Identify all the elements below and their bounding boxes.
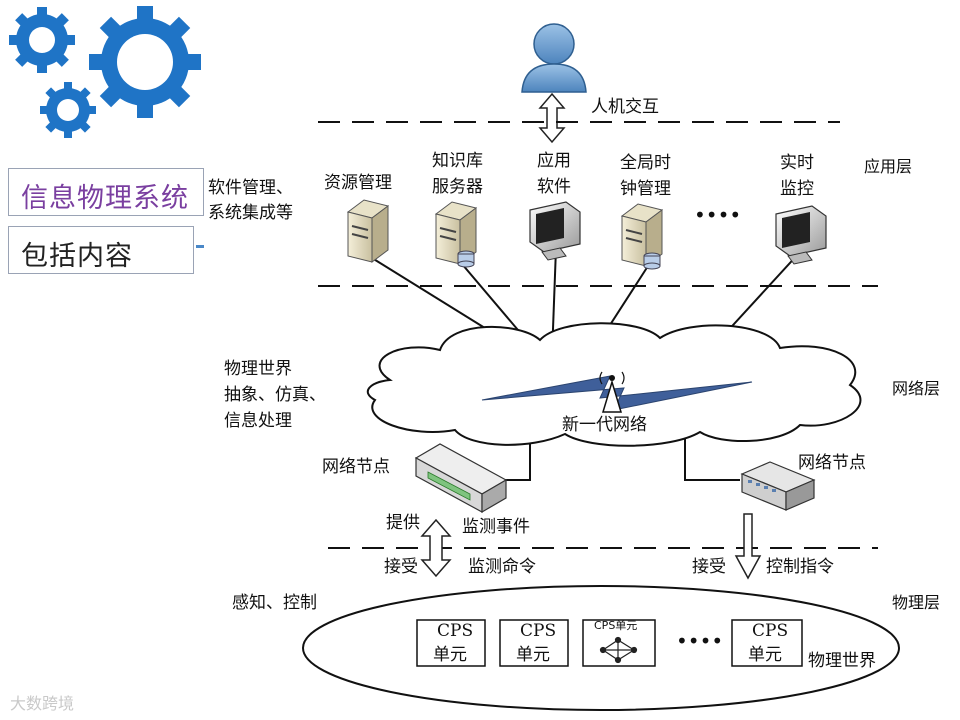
label-hci: 人机交互 [591,97,659,117]
cps-unit-label: 单元 [748,645,782,665]
label-monitor-event: 监测事件 [462,517,530,537]
watermark: 大数跨境 [10,694,75,713]
ellipsis-top: •••• [694,203,742,227]
label-provide: 提供 [386,513,420,533]
subtitle-box: 包括内容 [8,226,194,274]
dash-marker [196,245,204,248]
label-receive-right: 接受 [692,557,726,577]
cps-unit-label: 单元 [433,645,467,665]
label-clock-1: 全局时 [620,153,671,173]
gear-icon [40,82,96,138]
network-switch-icon [740,461,816,511]
label-new-network: 新一代网络 [562,415,647,435]
bidirectional-arrow [420,518,452,578]
user-icon [521,23,587,93]
label-receive-left: 接受 [384,557,418,577]
layer-label-network: 网络层 [892,379,941,398]
label-software-mgmt-2: 系统集成等 [208,203,293,223]
database-server-icon [434,201,478,268]
cps-unit-box [499,619,569,667]
label-physical-world: 物理世界 [808,651,876,671]
network-switch-icon [414,443,508,514]
label-software-mgmt-1: 软件管理、 [208,178,293,198]
label-control-cmd: 控制指令 [766,557,834,577]
label-knowledge-1: 知识库 [432,151,483,171]
label-monitor-cmd: 监测命令 [468,557,536,577]
label-node-left: 网络节点 [322,457,390,477]
label-app-2: 软件 [537,177,571,197]
server-icon [346,199,390,263]
layer-separators [318,121,878,549]
label-clock-2: 钟管理 [620,179,671,199]
gear-icon [9,7,75,73]
slide-subtitle: 包括内容 [21,241,133,272]
label-knowledge-2: 服务器 [432,177,483,197]
cps-unit-label: CPS [437,621,474,641]
label-realtime-2: 监控 [780,179,814,199]
label-resource-mgmt: 资源管理 [324,173,392,193]
gear-icon [89,6,201,118]
label-sense-control: 感知、控制 [232,593,317,613]
title-box: 信息物理系统 [8,168,204,216]
label-realtime-1: 实时 [780,153,814,173]
label-abstraction-3: 信息处理 [224,411,292,431]
label-app-1: 应用 [537,151,571,171]
database-server-icon [620,203,664,270]
cps-unit-box [416,619,486,667]
cps-unit-label: CPS [752,621,789,641]
antenna-icon [599,371,625,413]
layer-label-application: 应用层 [864,157,913,176]
network-cloud [366,322,862,447]
label-node-right: 网络节点 [798,453,866,473]
cps-unit-box [731,619,803,667]
monitor-icon [775,205,827,265]
ellipsis-cps: •••• [676,629,724,653]
layer-label-physical: 物理层 [892,593,941,612]
cps-unit-label: CPS单元 [594,619,638,632]
cps-unit-label: CPS [520,621,557,641]
cps-unit-label: 单元 [516,645,550,665]
monitor-icon [529,201,581,261]
slide-title: 信息物理系统 [21,183,189,214]
hci-double-arrow [538,92,566,144]
network-graph-icon [599,636,638,664]
label-abstraction-2: 抽象、仿真、 [224,385,326,405]
label-abstraction-1: 物理世界 [224,359,292,379]
down-arrow [734,513,762,580]
